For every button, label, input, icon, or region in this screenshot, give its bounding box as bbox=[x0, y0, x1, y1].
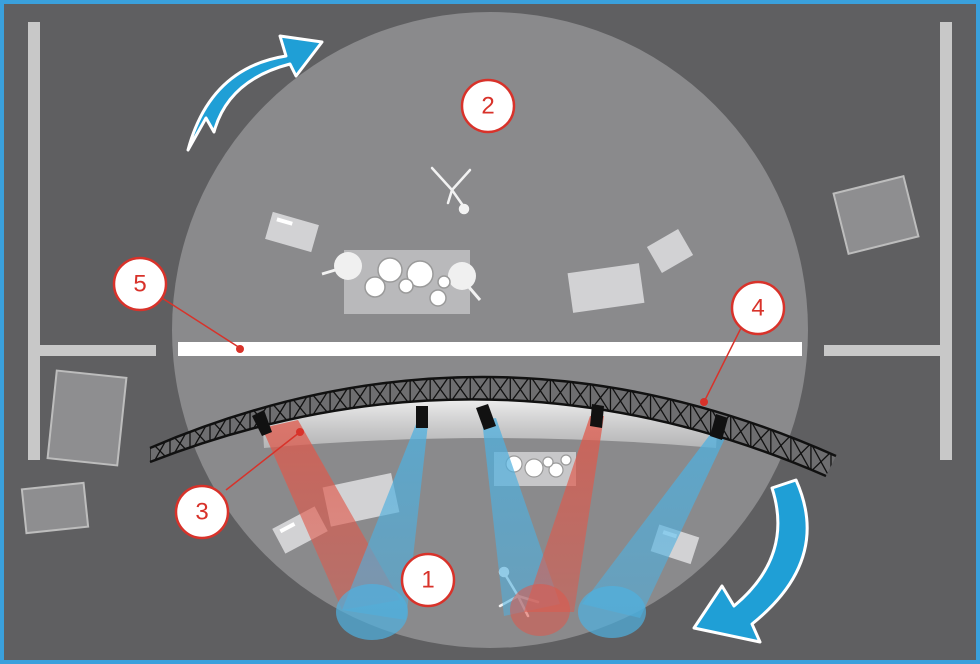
upstage-small-case bbox=[646, 229, 694, 273]
curved-arrow-icon-bottom bbox=[692, 478, 809, 644]
upstage-amp-left bbox=[265, 211, 319, 253]
callout-3-label: 3 bbox=[195, 499, 208, 526]
offstage-box-left-large bbox=[46, 369, 128, 467]
callout-5-label: 5 bbox=[133, 271, 146, 298]
callout-2: 2 bbox=[460, 78, 516, 134]
light-beams bbox=[262, 416, 726, 640]
spotlight-icon bbox=[416, 406, 428, 428]
drum-kit-upstage bbox=[321, 250, 482, 314]
lighting-truss bbox=[149, 375, 837, 478]
light-beam-red-2 bbox=[524, 416, 604, 612]
spotlight-icon bbox=[590, 404, 604, 428]
callout-1-label: 1 bbox=[421, 567, 434, 594]
spotlights bbox=[252, 404, 728, 440]
callout-3: 3 bbox=[174, 484, 230, 540]
light-pool-2 bbox=[510, 584, 570, 636]
light-pool-1 bbox=[336, 584, 408, 640]
spotlight-icon bbox=[710, 414, 728, 440]
spotlight-icon bbox=[252, 410, 272, 436]
callout-2-label: 2 bbox=[481, 93, 494, 120]
spotlight-icon bbox=[476, 404, 496, 430]
callout-leader-lines bbox=[161, 297, 743, 491]
upstage-road-case bbox=[567, 263, 645, 313]
callout-4: 4 bbox=[730, 280, 786, 336]
right-wall bbox=[824, 22, 952, 460]
left-wall bbox=[28, 22, 156, 460]
microphone-stand-icon bbox=[430, 166, 472, 215]
light-beam-blue-3 bbox=[582, 432, 726, 618]
light-pool-3 bbox=[578, 586, 646, 638]
callout-1: 1 bbox=[400, 552, 456, 608]
curtain-track bbox=[178, 342, 802, 356]
callout-4-label: 4 bbox=[751, 295, 764, 322]
callout-5: 5 bbox=[112, 256, 168, 312]
drum-kit-downstage bbox=[494, 452, 576, 486]
curved-arrow-icon bbox=[186, 34, 324, 152]
offstage-box-right bbox=[832, 174, 920, 256]
offstage-box-left-small bbox=[20, 481, 90, 535]
